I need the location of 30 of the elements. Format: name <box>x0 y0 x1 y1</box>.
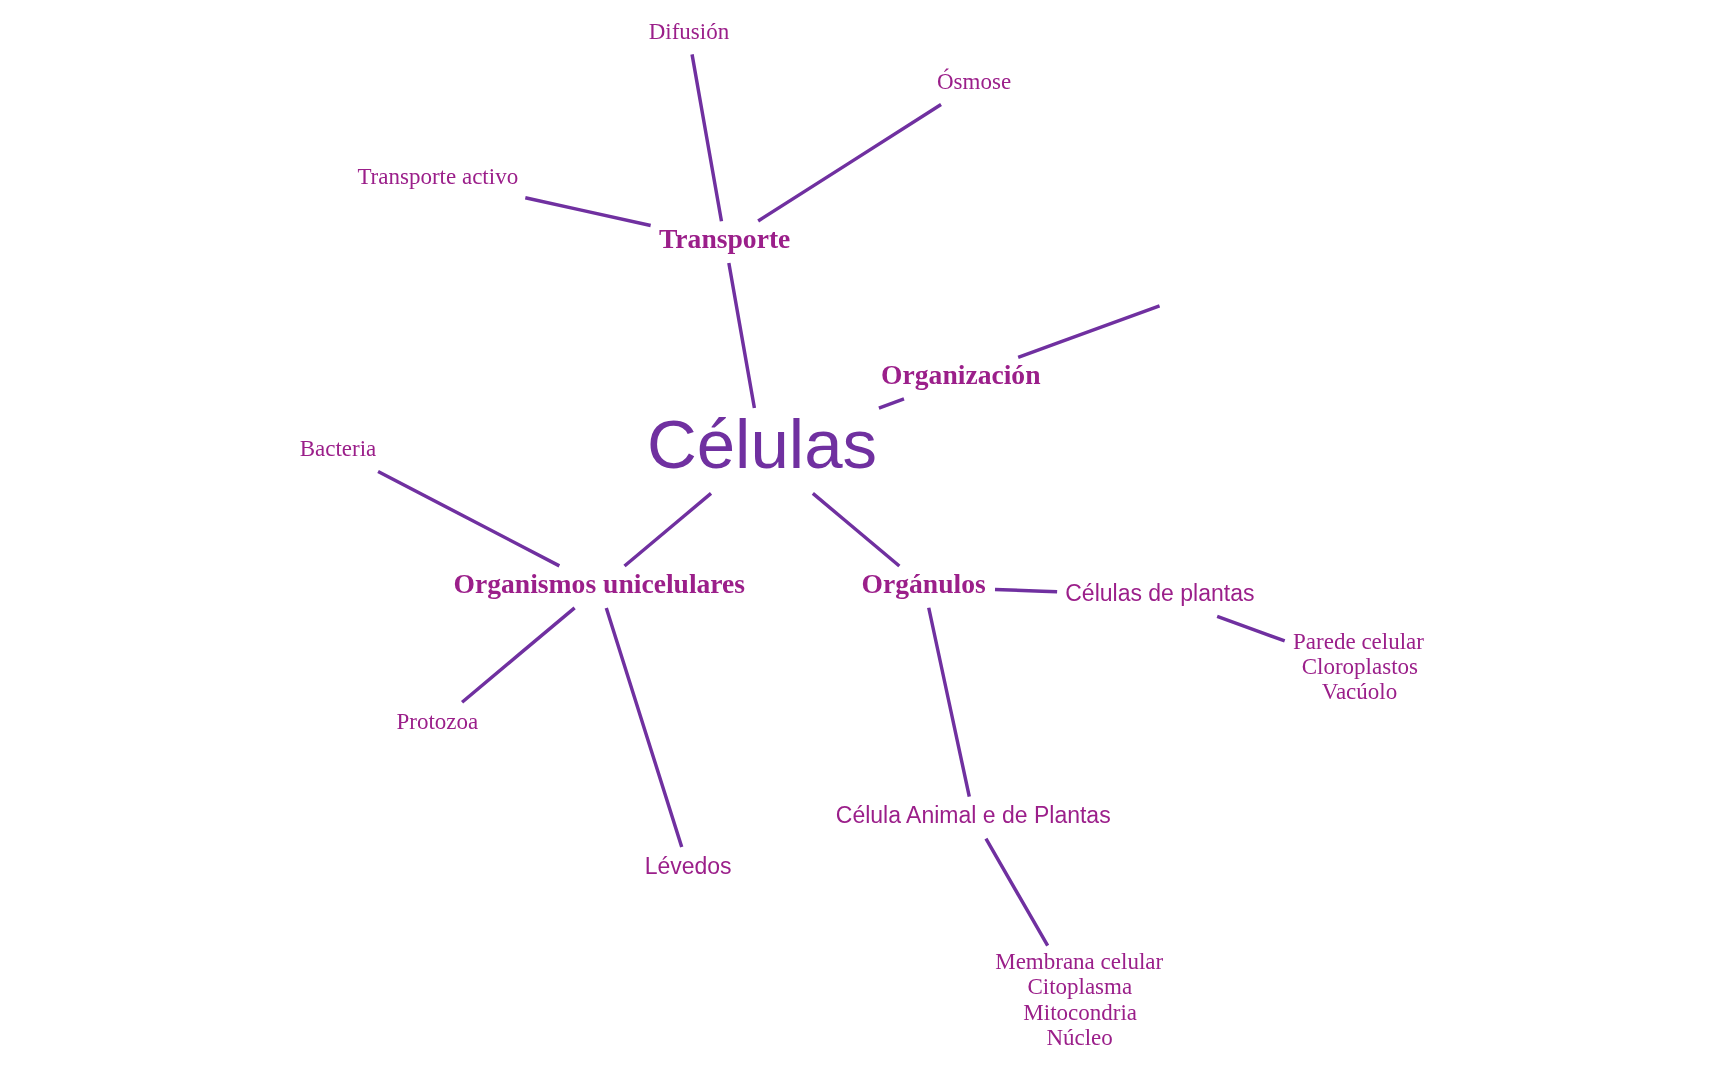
connector <box>1017 304 1160 360</box>
node-text: Ósmose <box>936 69 1011 95</box>
connector <box>726 262 756 409</box>
node-text: Organismos unicelulares <box>453 567 745 599</box>
connector <box>983 837 1049 947</box>
node-text: Células <box>646 405 877 483</box>
node-text: Lévedos <box>644 852 732 879</box>
connector <box>376 469 560 568</box>
node-text: Orgánulos <box>861 567 986 599</box>
node-text: Transporte activo <box>356 164 518 190</box>
node-text: Parede celular Cloroplastos Vacúolo <box>1292 628 1424 705</box>
connector <box>994 587 1057 594</box>
node-text: Bacteria <box>299 436 376 462</box>
node-text: Difusión <box>648 19 729 45</box>
connector <box>877 397 905 410</box>
node-text: Célula Animal e de Plantas <box>835 802 1111 829</box>
connector <box>926 607 971 797</box>
node-text: Membrana celular Citoplasma Mitocondria Núcleo <box>994 948 1163 1050</box>
node-text: Protozoa <box>395 708 478 734</box>
connector <box>811 492 900 568</box>
node-text: Transporte <box>658 223 790 254</box>
node-text: Organización <box>880 359 1041 391</box>
node-text: Células de plantas <box>1064 580 1254 607</box>
connector <box>689 54 723 222</box>
connector <box>1216 614 1285 643</box>
connector <box>460 606 576 704</box>
connector <box>604 607 683 848</box>
connector <box>524 196 651 228</box>
connector <box>756 103 942 223</box>
connector <box>622 492 712 568</box>
